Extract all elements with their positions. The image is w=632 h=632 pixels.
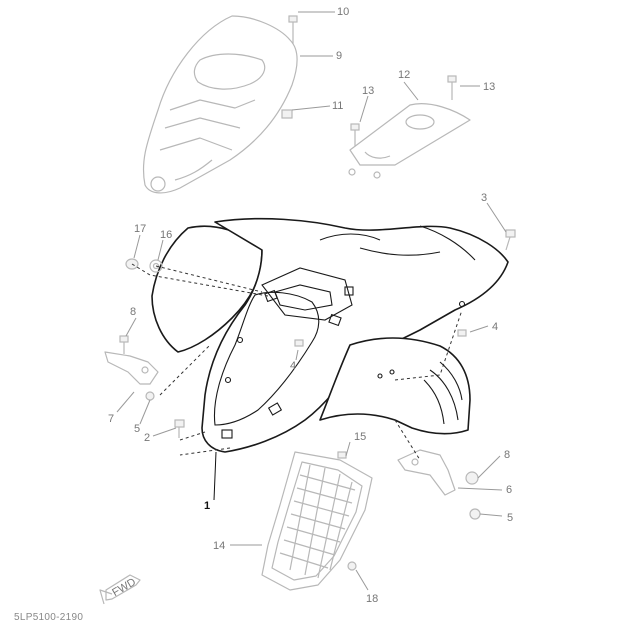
callout-c3: 3 <box>481 192 487 204</box>
fwd-label: FWD <box>110 576 138 599</box>
callout-c8b: 8 <box>504 449 510 461</box>
callout-c12: 12 <box>398 69 410 81</box>
callout-c5a: 5 <box>134 423 140 435</box>
callout-c10: 10 <box>337 6 349 18</box>
callout-c16: 16 <box>160 229 172 241</box>
callout-c6: 6 <box>506 484 512 496</box>
callout-c11: 11 <box>332 100 343 112</box>
panel-part-12 <box>348 103 471 179</box>
callout-c15: 15 <box>354 431 366 443</box>
callout-c13b: 13 <box>362 85 374 97</box>
callout-c4a: 4 <box>492 321 498 333</box>
top-cover-part-9 <box>142 15 298 194</box>
callout-c8a: 8 <box>130 306 136 318</box>
callout-c18: 18 <box>366 593 378 605</box>
leader-lines <box>116 11 507 591</box>
forward-direction-icon: FWD <box>99 574 141 605</box>
front-fender-part-1 <box>151 217 509 453</box>
callout-c14: 14 <box>213 540 225 552</box>
callout-c4b: 4 <box>290 360 296 372</box>
diagram-part-code: 5LP5100-2190 <box>14 612 84 623</box>
fasteners <box>104 15 516 571</box>
callout-c9: 9 <box>336 50 342 62</box>
callout-c13a: 13 <box>483 81 495 93</box>
callout-c2: 2 <box>144 432 150 444</box>
callout-c1: 1 <box>204 500 210 512</box>
assembly-lines <box>131 263 463 461</box>
callout-c7: 7 <box>108 413 114 425</box>
callout-c5b: 5 <box>507 512 513 524</box>
grille-part-14 <box>261 451 373 591</box>
callout-c17: 17 <box>134 223 146 235</box>
